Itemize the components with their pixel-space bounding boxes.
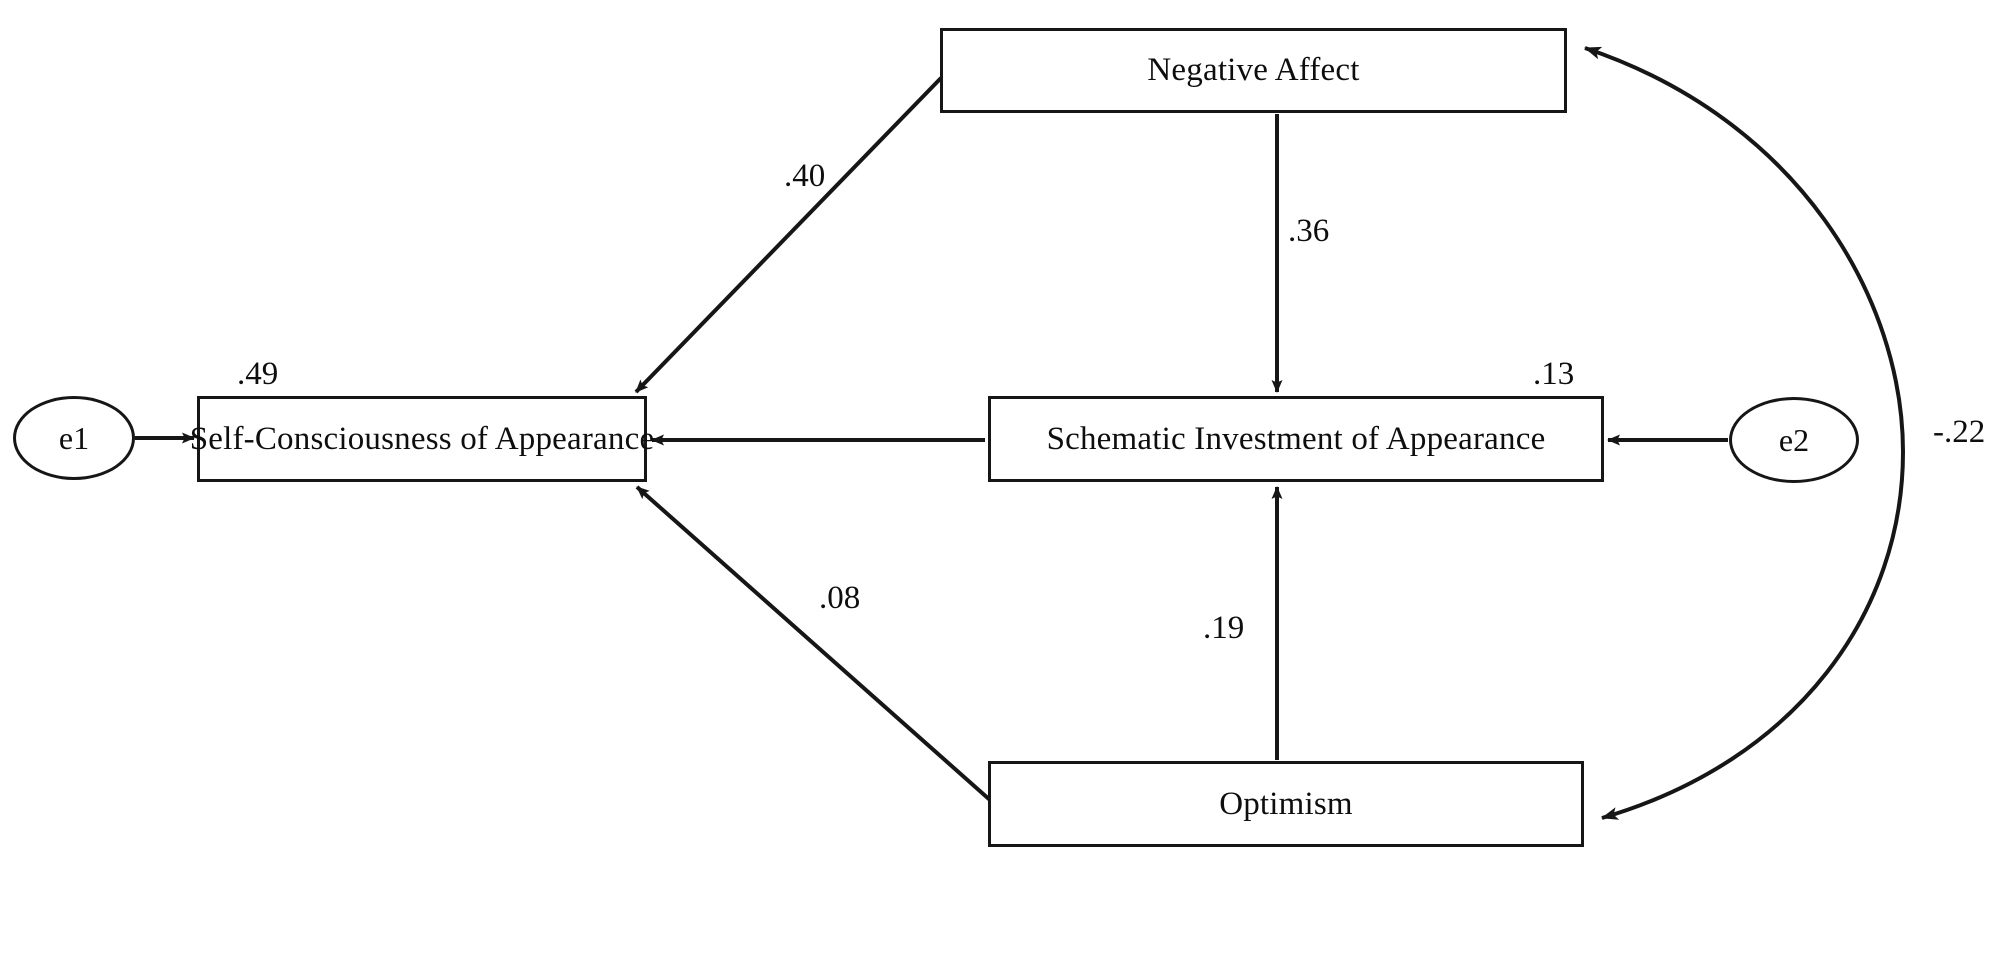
path-covariance-curve-upper bbox=[1584, 46, 1905, 453]
node-negative-affect[interactable]: Negative Affect bbox=[940, 28, 1567, 113]
label-coefficient-optimism-to-schematic-investment: .19 bbox=[1203, 610, 1245, 646]
node-negative-affect-label: Negative Affect bbox=[1147, 52, 1360, 89]
node-schematic-investment-of-appearance[interactable]: Schematic Investment of Appearance bbox=[988, 396, 1604, 482]
label-r-squared-self-consciousness: .49 bbox=[237, 356, 279, 392]
label-r-squared-schematic-investment: .13 bbox=[1533, 356, 1575, 392]
node-optimism[interactable]: Optimism bbox=[988, 761, 1584, 847]
node-error-e1[interactable]: e1 bbox=[13, 396, 135, 480]
path-negative-affect-to-self-consciousness bbox=[634, 76, 943, 394]
label-coefficient-covariance-negative-affect-optimism: -.22 bbox=[1933, 414, 1986, 450]
label-coefficient-optimism-to-self-consciousness: .08 bbox=[819, 580, 861, 616]
path-optimism-to-self-consciousness bbox=[635, 485, 992, 802]
node-error-e1-label: e1 bbox=[58, 419, 90, 456]
node-self-consciousness-label: Self-Consciousness of Appearance bbox=[189, 420, 655, 457]
label-coefficient-negative-affect-to-self-consciousness: .40 bbox=[784, 158, 826, 194]
path-covariance-curve-lower bbox=[1601, 451, 1905, 820]
node-error-e2-label: e2 bbox=[1778, 421, 1810, 458]
node-optimism-label: Optimism bbox=[1219, 785, 1353, 822]
node-schematic-investment-label: Schematic Investment of Appearance bbox=[1046, 420, 1546, 457]
node-error-e2[interactable]: e2 bbox=[1729, 397, 1859, 483]
label-coefficient-negative-affect-to-schematic-investment: .36 bbox=[1288, 213, 1330, 249]
node-self-consciousness-of-appearance[interactable]: Self-Consciousness of Appearance bbox=[190, 396, 654, 482]
